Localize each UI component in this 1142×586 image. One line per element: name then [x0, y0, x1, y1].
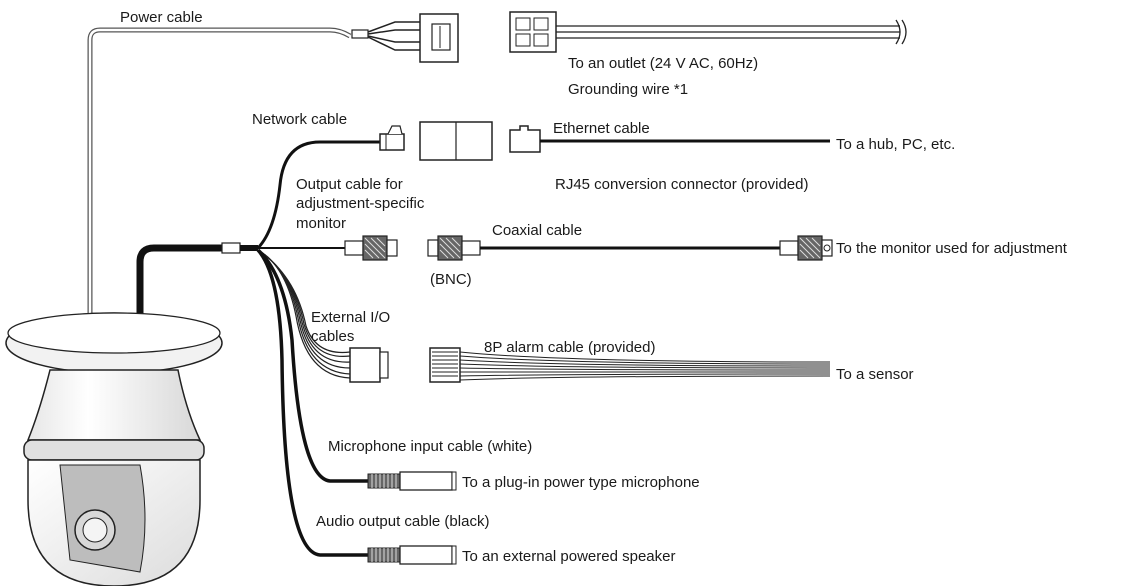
- ethernet-plug-icon: [509, 125, 830, 153]
- rj45-label: RJ45 conversion connector (provided): [555, 176, 808, 193]
- bnc-coaxial-left-icon: [427, 235, 833, 261]
- outlet-connector-icon: [509, 11, 907, 53]
- coaxial-cable-label: Coaxial cable: [492, 222, 582, 239]
- cable-branches: [256, 140, 380, 557]
- to-mic-label: To a plug-in power type microphone: [462, 474, 700, 491]
- power-cable: [87, 27, 352, 318]
- power-connector-icon: [351, 13, 459, 63]
- network-cable-label: Network cable: [252, 111, 347, 128]
- to-hub-label: To a hub, PC, etc.: [836, 136, 955, 153]
- external-io-label-2: cables: [311, 328, 354, 345]
- mic-cable-label: Microphone input cable (white): [328, 438, 532, 455]
- output-cable-label-3: monitor: [296, 215, 346, 232]
- audio-plug-icon: [367, 471, 457, 565]
- grounding-wire-label: Grounding wire *1: [568, 81, 688, 98]
- external-io-label-1: External I/O: [311, 309, 390, 326]
- to-monitor-label: To the monitor used for adjustment: [836, 240, 1068, 257]
- to-speaker-label: To an external powered speaker: [462, 548, 675, 565]
- to-sensor-label: To a sensor: [836, 366, 914, 383]
- main-cable-bundle: [136, 242, 258, 318]
- audio-cable-label: Audio output cable (black): [316, 513, 489, 530]
- to-outlet-label: To an outlet (24 V AC, 60Hz): [568, 55, 758, 72]
- rj45-conversion-connector-icon: [419, 121, 493, 161]
- rj45-plug-icon: [379, 125, 405, 151]
- power-cable-label: Power cable: [120, 9, 203, 26]
- bnc-label: (BNC): [430, 271, 472, 288]
- alarm-connector-icon: [349, 347, 831, 383]
- dome-camera-icon: [5, 312, 223, 586]
- ethernet-cable-label: Ethernet cable: [553, 120, 650, 137]
- output-cable-label-1: Output cable for: [296, 176, 403, 193]
- bnc-connector-icon: [344, 235, 398, 261]
- alarm-cable-label: 8P alarm cable (provided): [484, 339, 655, 356]
- output-cable-label-2: adjustment-specific: [296, 195, 425, 212]
